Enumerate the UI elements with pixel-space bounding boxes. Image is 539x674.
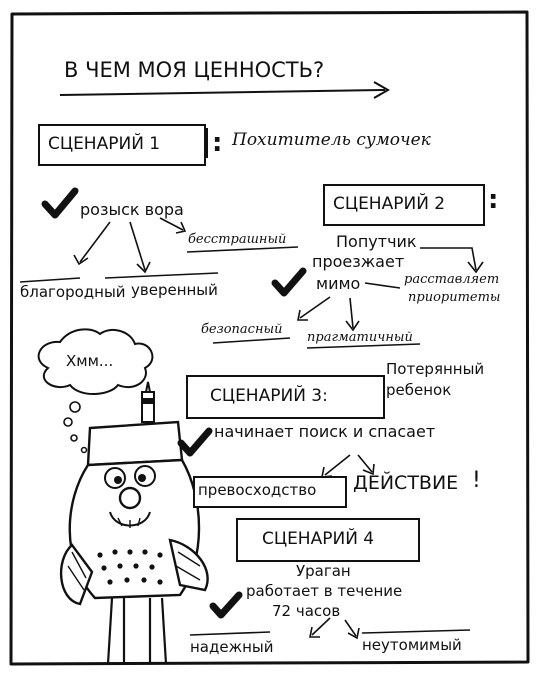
- scenario-1-colon: :: [212, 128, 223, 158]
- scenario-1-trait-noble: благородный: [20, 283, 126, 301]
- page-title: В ЧЕМ МОЯ ЦЕННОСТЬ?: [64, 58, 325, 82]
- robot-nose: [118, 486, 142, 510]
- scenario-2-prioritizes-line-1: расставляет: [404, 272, 500, 287]
- scenario-3-action: начинает поиск и спасает: [214, 422, 436, 441]
- scenario-2-desc-line-1: Попутчик: [336, 232, 417, 251]
- robot-character: [59, 381, 209, 665]
- page-border: [9, 10, 530, 666]
- scenario-2-prioritizes-line-2: приоритеты: [408, 290, 501, 305]
- scenario-4-box: [236, 518, 420, 562]
- thought-text: Хмм...: [66, 352, 114, 370]
- checkmark-icon: [41, 187, 79, 219]
- scenario-1-trait-confident: уверенный: [131, 281, 218, 299]
- scenario-2-label: СЦЕНАРИЙ 2: [333, 194, 446, 214]
- s1-arrow-middle: [129, 221, 146, 271]
- scenario-3-exclaim: !: [472, 468, 481, 493]
- scenario-2-trait-pragmatic: прагматичный: [307, 330, 413, 345]
- robot-head: [86, 420, 184, 467]
- scenario-4-trait-reliable: надежный: [190, 638, 274, 656]
- scenario-3-trait-box: [193, 476, 347, 508]
- scenario-2-trait-safe: безопасный: [201, 322, 283, 337]
- s1-arrow-left: [79, 221, 111, 263]
- scenario-3-trait-excellence: превосходство: [198, 481, 317, 499]
- title-arrow-head: [373, 81, 391, 99]
- scenario-2-colon: :: [488, 185, 499, 215]
- scenario-4-desc-line-3: 72 часов: [272, 602, 341, 620]
- scenario-3-desc-line-1: Потерянный: [386, 360, 485, 378]
- scenario-2-desc-line-2: проезжает: [312, 252, 405, 271]
- s2-arrow-left: [299, 296, 331, 319]
- s2-arrow-right: [420, 247, 477, 271]
- s2-arrow-middle: [349, 297, 354, 329]
- checkmark-icon: [177, 427, 213, 457]
- checkmark-icon: [271, 267, 307, 297]
- s1-arrow-right: [159, 217, 184, 231]
- scenario-3-label: СЦЕНАРИЙ 3:: [210, 386, 328, 406]
- scenario-1-trait-fearless: бесстрашный: [188, 232, 287, 247]
- scenario-1-description: Похититель сумочек: [232, 130, 431, 150]
- scenario-3-box: [186, 375, 385, 419]
- scenario-4-desc-line-1: Ураган: [296, 562, 351, 580]
- thought-bubble: [37, 328, 154, 395]
- scenario-3-trait-action: ДЕЙСТВИЕ: [353, 472, 459, 494]
- scenario-1-action: розыск вора: [80, 200, 184, 219]
- title-arrow-line: [59, 89, 386, 96]
- scenario-3-desc-line-2: ребенок: [386, 381, 452, 399]
- scenario-4-trait-tireless: неутомимый: [362, 636, 462, 654]
- scenario-2-desc-line-3: мимо: [316, 274, 361, 293]
- scenario-2-box: [323, 184, 485, 226]
- checkmark-icon: [209, 591, 243, 619]
- scenario-1-box: [38, 124, 206, 166]
- scenario-1-label: СЦЕНАРИЙ 1: [48, 134, 161, 154]
- scenario-4-label: СЦЕНАРИЙ 4: [262, 529, 375, 549]
- scenario-4-desc-line-2: работает в течение: [246, 582, 403, 600]
